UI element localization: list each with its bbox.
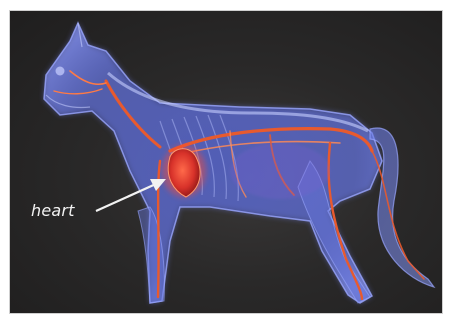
cat-anatomy-illustration	[10, 11, 443, 314]
heart-icon	[162, 145, 206, 197]
cat-body	[44, 23, 382, 303]
heart-label: heart	[31, 201, 75, 220]
cat-tail	[370, 128, 434, 287]
illustration-frame: heart	[9, 10, 443, 314]
cat-eye	[56, 67, 65, 76]
abdominal-organs	[230, 143, 330, 199]
